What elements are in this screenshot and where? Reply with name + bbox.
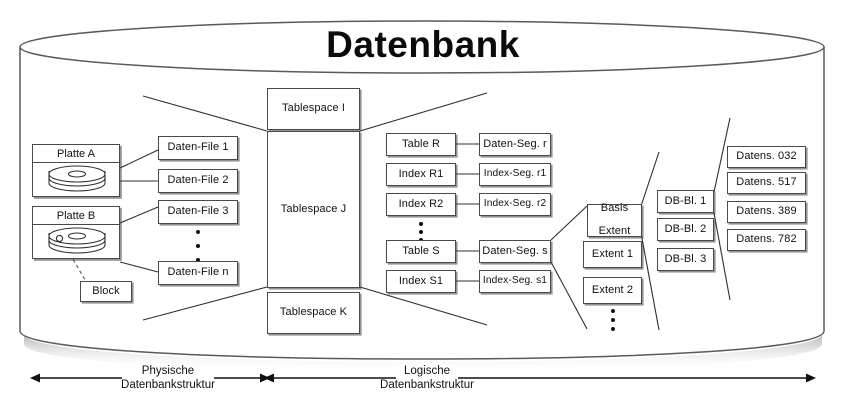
connector-objects-to-segments (456, 143, 479, 282)
extent-2[interactable]: Extent 2 (583, 277, 642, 304)
extent-basis[interactable]: Basis Extent (587, 202, 642, 238)
page-title: Datenbank (326, 24, 520, 65)
cylinder-top-ellipse (19, 20, 825, 74)
extents-ellipsis-icon (610, 309, 616, 331)
data-file-1[interactable]: Daten-File 1 (158, 136, 238, 160)
object-index-r1[interactable]: Index R1 (386, 163, 456, 186)
object-index-r2[interactable]: Index R2 (386, 193, 456, 216)
segment-daten-seg-s[interactable]: Daten-Seg. s (479, 240, 551, 263)
object-index-s1[interactable]: Index S1 (386, 270, 456, 293)
legend-physical: Physische Datenbankstruktur (88, 364, 248, 392)
extent-basis-line1: Basis (600, 202, 629, 215)
record-032[interactable]: Datens. 032 (727, 146, 806, 168)
disk-platter-icon (33, 163, 119, 197)
extent-1[interactable]: Extent 1 (583, 241, 642, 268)
segment-index-seg-s1[interactable]: Index-Seg. s1 (479, 270, 551, 293)
block-box[interactable]: Block (80, 281, 132, 302)
legend-logical-line1: Logische (403, 365, 451, 377)
connector-tablespace-to-objects (359, 92, 488, 326)
legend-logical: Logische Datenbankstruktur (347, 364, 507, 392)
disk-platte-b[interactable]: Platte B (32, 206, 120, 259)
object-table-r[interactable]: Table R (386, 133, 456, 156)
connector-lines-physical (119, 149, 159, 273)
disk-platte-b-label: Platte B (33, 207, 119, 225)
data-file-n[interactable]: Daten-File n (158, 261, 238, 285)
objects-ellipsis-icon (418, 222, 424, 242)
db-block-1[interactable]: DB-Bl. 1 (657, 190, 714, 213)
connector-blocks-to-records (713, 117, 731, 301)
legend-logical-line2: Datenbankstruktur (380, 379, 474, 392)
record-389[interactable]: Datens. 389 (727, 201, 806, 223)
disk-platte-a-label: Platte A (33, 145, 119, 163)
legend-physical-line1: Physische (141, 365, 195, 377)
tablespace-i[interactable]: Tablespace I (267, 88, 360, 130)
legend-physical-line2: Datenbankstruktur (121, 379, 215, 392)
connector-segments-to-extents (550, 205, 588, 330)
tablespace-k[interactable]: Tablespace K (267, 292, 360, 334)
tablespace-j[interactable]: Tablespace J (267, 131, 360, 288)
segment-index-seg-r2[interactable]: Index-Seg. r2 (479, 193, 551, 216)
db-block-3[interactable]: DB-Bl. 3 (657, 248, 714, 271)
data-file-2[interactable]: Daten-File 2 (158, 169, 238, 193)
data-file-3[interactable]: Daten-File 3 (158, 200, 238, 224)
segment-index-seg-r1[interactable]: Index-Seg. r1 (479, 163, 551, 186)
connector-extents-to-blocks (640, 151, 660, 331)
record-782[interactable]: Datens. 782 (727, 229, 806, 251)
extent-basis-line2: Extent (598, 225, 631, 238)
record-517[interactable]: Datens. 517 (727, 172, 806, 194)
data-files-ellipsis-icon (195, 230, 201, 262)
segment-daten-seg-r[interactable]: Daten-Seg. r (479, 133, 551, 156)
disk-platte-a[interactable]: Platte A (32, 144, 120, 197)
connector-datafiles-to-tablespace (142, 95, 268, 321)
db-block-2[interactable]: DB-Bl. 2 (657, 218, 714, 241)
cylinder-shadow (24, 334, 822, 372)
object-table-s[interactable]: Table S (386, 240, 456, 263)
disk-platter-icon (33, 225, 119, 259)
